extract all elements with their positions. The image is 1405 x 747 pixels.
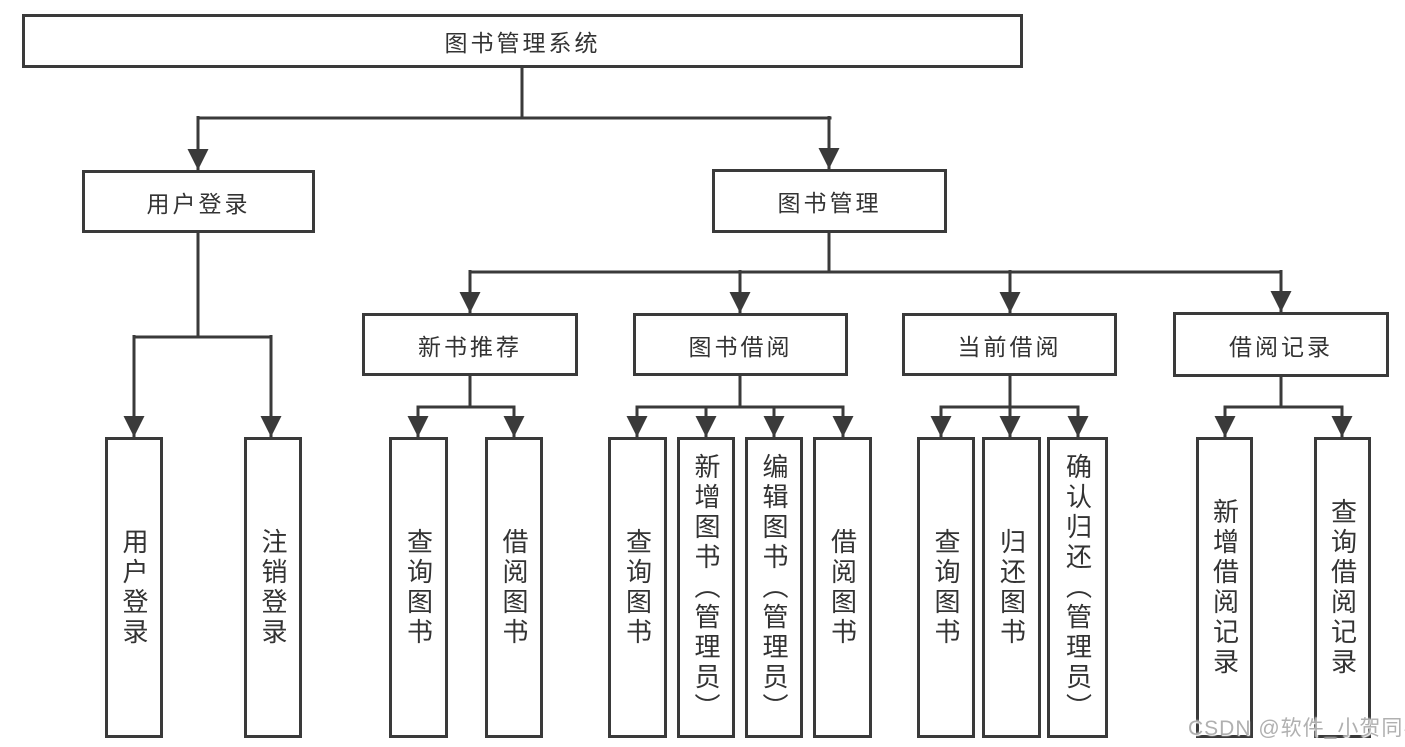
leaf-current-return-books: 归还图书 [982,437,1041,738]
leaf-recommend-borrow-books: 借阅图书 [485,437,543,738]
leaf-borrowing-edit-books: 编辑图书（管理员） [745,437,803,738]
node-borrowing-records: 借阅记录 [1173,312,1389,377]
node-book-management: 图书管理 [712,169,947,233]
leaf-borrowing-add-books: 新增图书（管理员） [677,437,735,738]
csdn-watermark: CSDN @软件_小贺同学 [1188,717,1405,740]
node-book-borrowing: 图书借阅 [633,313,848,376]
leaf-logout: 注销登录 [244,437,302,738]
node-current-borrowing: 当前借阅 [902,313,1117,376]
leaf-borrowing-borrow-books: 借阅图书 [813,437,872,738]
leaf-records-add-record: 新增借阅记录 [1196,437,1253,738]
leaf-records-query-record: 查询借阅记录 [1314,437,1371,738]
leaf-borrowing-query-books: 查询图书 [608,437,667,738]
leaf-current-confirm-return: 确认归还（管理员） [1047,437,1108,738]
node-user-login: 用户登录 [82,170,315,233]
leaf-user-login: 用户登录 [105,437,163,738]
leaf-recommend-query-books: 查询图书 [389,437,448,738]
node-root-title: 图书管理系统 [22,14,1023,68]
leaf-current-query-books: 查询图书 [917,437,975,738]
node-new-book-recommend: 新书推荐 [362,313,578,376]
